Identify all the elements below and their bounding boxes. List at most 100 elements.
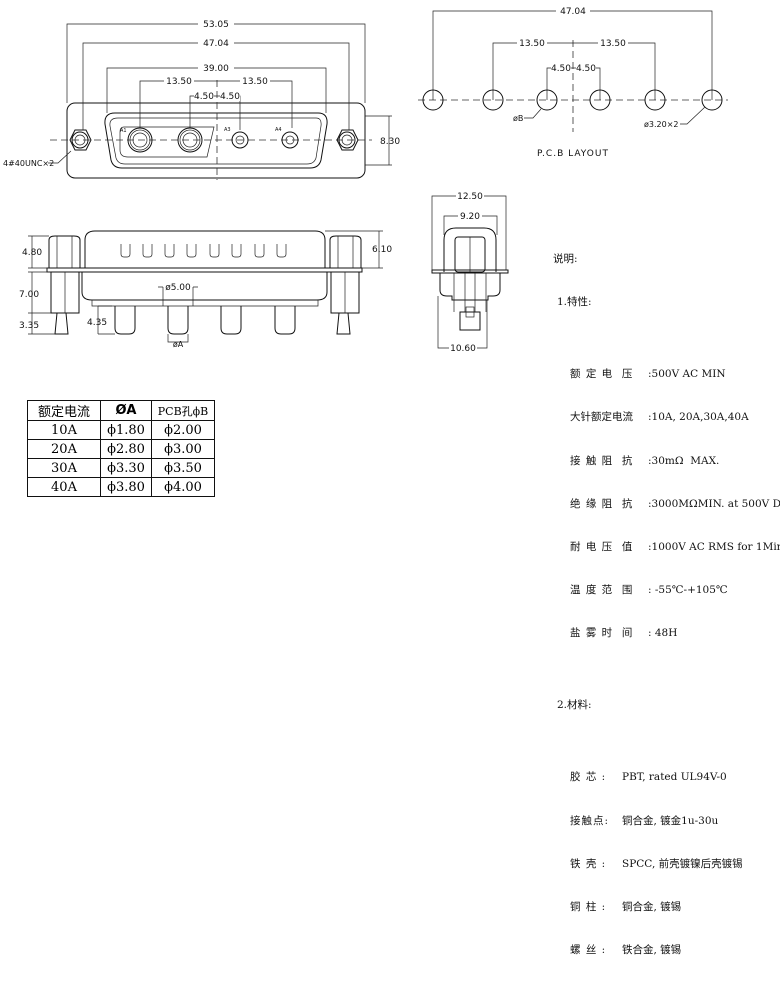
contact-a4 [281,131,299,149]
standoff-left [50,271,80,335]
property-row: 盐 雾 时 间: 48H [570,626,780,640]
pcb-hole-label: øB [513,114,523,123]
material-label: 胶 芯 : [570,771,607,784]
end-view: 12.50 9.20 10.60 [431,190,509,354]
end-dim-10-60: 10.60 [450,344,476,354]
flange-outline [66,102,366,179]
material-value: PBT, rated UL94V-0 [622,771,727,784]
end-pin [459,311,481,331]
shell-bottom [81,272,328,301]
cell-current: 40A [27,477,101,497]
dim-4-50-right: 4.50 [220,92,240,102]
hex-nut-left [48,235,81,268]
property-row: 接 触 阻 抗 :30mΩ MAX. [570,454,780,468]
end-shell-top [443,227,497,272]
dim-8-30: 8.30 [380,137,400,147]
dim-13-50-left: 13.50 [166,77,192,87]
screw-left [69,129,92,151]
material-label: 铜 柱 : [570,901,607,914]
pcb-dimension-labels: 47.04 13.50 13.50 4.50 4.50 øB ø3.20×2 P… [513,5,679,159]
standoff-right [330,271,360,335]
cell-current: 30A [27,458,101,478]
header-pcb-hole: PCB孔ϕB [151,400,215,421]
material-label: 铁 壳 : [570,857,607,870]
shell-top [84,230,326,268]
cell-pin-dia: ϕ3.30 [100,458,152,478]
side-dimension-labels: 4.80 6.10 7.00 3.35 4.35 ø5.00 øA [19,245,392,349]
material-value: 铜合金, 镀金1u-30u [622,814,719,827]
dim-pin-a: øA [173,340,184,349]
property-value: : -55℃-+105℃ [648,584,728,597]
material-row: 螺 丝 : 铁合金, 镀锡 [570,943,780,957]
contact-label-a1: A1 [120,128,127,134]
cell-pcb-hole: ϕ4.00 [151,477,215,497]
notes-title: 说明: [553,252,578,265]
property-value: :500V AC MIN [648,368,726,381]
cell-current: 10A [27,420,101,440]
dim-39-00: 39.00 [203,64,229,74]
end-flange [431,269,509,274]
hex-nut-right [329,235,362,268]
side-dimension-lines [28,230,383,343]
material-row: 铁 壳 :SPCC, 前壳镀镍后壳镀锡 [570,857,780,871]
notes: 说明: 1.特性: 额 定 电 压:500V AC MIN 大针额定电流:10A… [553,223,780,1001]
pcb-dim-13-50-right: 13.50 [600,39,626,49]
material-label: 接触点: [570,814,610,827]
material-row: 铜 柱 : 铜合金, 镀锡 [570,900,780,914]
material-row: 接触点: 铜合金, 镀金1u-30u [570,814,780,828]
pcb-layout: 47.04 13.50 13.50 4.50 4.50 øB ø3.20×2 P… [418,5,728,159]
dim-53-05: 53.05 [203,20,229,30]
insulator-base [91,300,319,307]
pcb-dimension-lines [432,10,713,125]
d-shell-inner [109,117,322,165]
pcb-dim-47-04: 47.04 [560,7,586,17]
property-label: 额 定 电 压 [570,368,634,381]
property-row: 绝 缘 阻 抗 :3000MΩMIN. at 500V DC [570,497,780,511]
contact-label-a3: A3 [224,127,231,133]
screw-right [336,129,359,151]
notes-section-materials: 2.材料: [557,699,592,712]
property-label: 绝 缘 阻 抗 [570,497,634,510]
property-value: :30mΩ MAX. [648,454,720,467]
property-value: :1000V AC RMS for 1Minute [648,540,780,553]
end-dimension-labels: 12.50 9.20 10.60 [449,190,484,354]
property-label: 盐 雾 时 间 [570,627,634,640]
cell-pin-dia: ϕ3.80 [100,477,152,497]
pcb-layout-title: P.C.B LAYOUT [537,149,609,159]
side-view: 4.80 6.10 7.00 3.35 4.35 ø5.00 øA [19,230,392,349]
end-dim-12-50: 12.50 [457,192,483,202]
insert-outline [119,126,215,158]
pcb-dim-4-50-right: 4.50 [576,64,596,74]
dim-4-50-left: 4.50 [194,92,214,102]
property-label: 接 触 阻 抗 [570,454,634,467]
contact-label-a4: A4 [275,127,282,133]
property-value: :3000MΩMIN. at 500V DC [648,497,780,510]
cell-pcb-hole: ϕ3.00 [151,439,215,459]
front-dimension-labels: 53.05 47.04 39.00 13.50 13.50 4.50 4.50 … [3,18,400,168]
material-value: 铁合金, 镀锡 [622,944,682,957]
d-shell-outer [104,112,328,169]
pcb-mount-hole-label: ø3.20×2 [644,120,679,129]
materials-list: 胶 芯 : PBT, rated UL94V-0 接触点: 铜合金, 镀金1u-30… [553,742,780,987]
property-row: 额 定 电 压 :500V AC MIN [570,367,780,381]
pins [114,306,296,335]
header-pin-dia: ØA [100,400,152,421]
material-label: 螺 丝 : [570,944,607,957]
front-view: A1 A3 A4 53.05 47.04 39.00 13.50 13.50 4… [3,18,400,180]
cell-pin-dia: ϕ1.80 [100,420,152,440]
dim-7-00: 7.00 [19,290,39,300]
dim-6-10: 6.10 [372,245,392,255]
property-row: 大针额定电流:10A, 20A,30A,40A [570,410,780,424]
cell-pcb-hole: ϕ2.00 [151,420,215,440]
dim-3-35: 3.35 [19,321,39,331]
contact-a3 [231,131,249,149]
dim-13-50-right: 13.50 [242,77,268,87]
pcb-dim-13-50-left: 13.50 [519,39,545,49]
dim-47-04: 47.04 [203,39,229,49]
material-value: 铜合金, 镀锡 [622,901,682,914]
property-row: 温 度 范 围: -55℃-+105℃ [570,583,780,597]
cell-pin-dia: ϕ2.80 [100,439,152,459]
